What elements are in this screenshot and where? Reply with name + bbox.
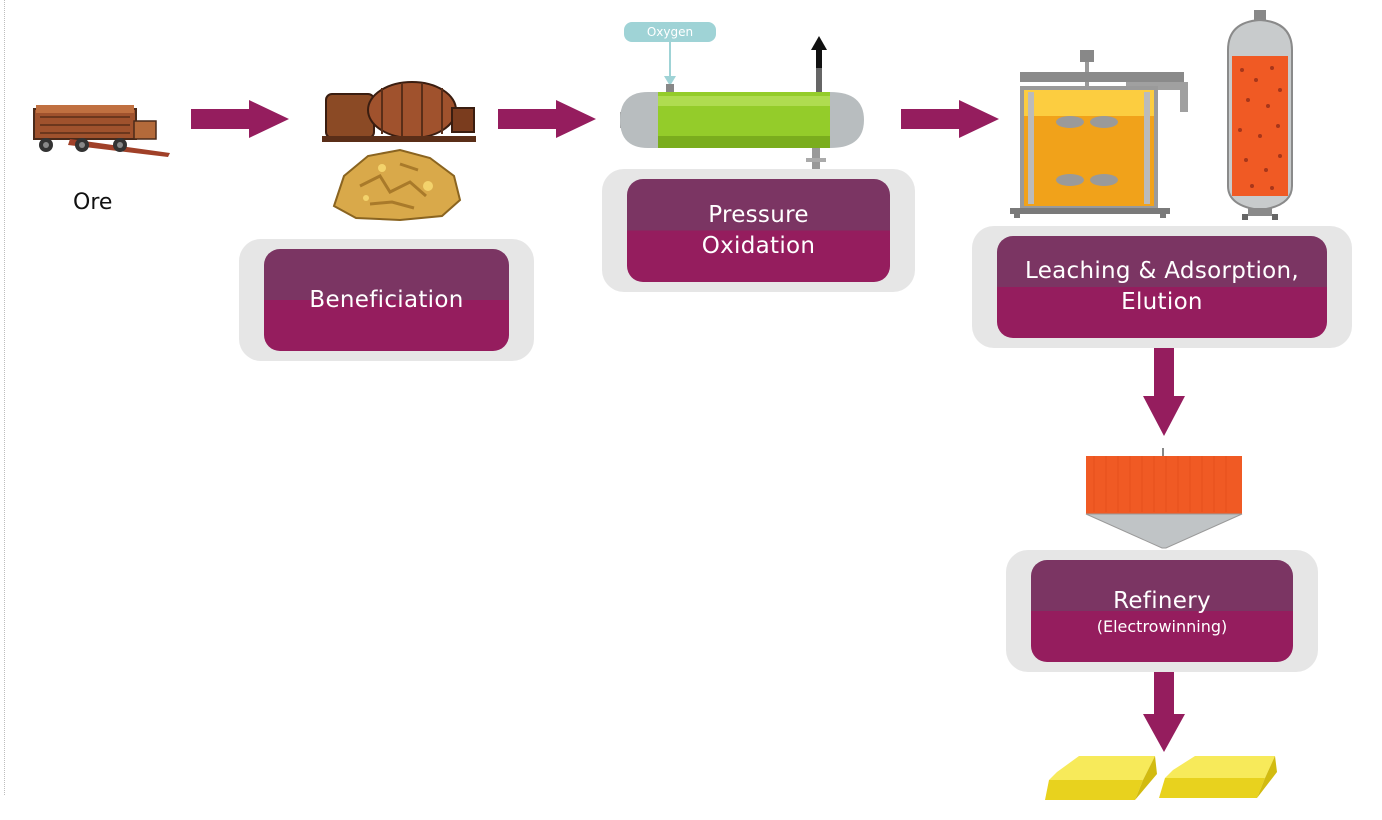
pressure-oxidation-line2: Oxidation (701, 232, 816, 259)
ore-label: Ore (73, 190, 113, 215)
refinery-line1: Refinery (1113, 587, 1211, 614)
oxygen-tag: Oxygen (624, 22, 716, 42)
flow-arrow-right-2 (498, 100, 596, 138)
beneficiation-label: Beneficiation (309, 286, 464, 313)
leaching-line1: Leaching & Adsorption, (1024, 258, 1299, 284)
electrowinning-cell-icon (1085, 448, 1243, 549)
gold-ore-rock-icon (332, 148, 462, 222)
leaching-line2: Elution (1121, 289, 1203, 315)
carbon-column-icon (1227, 10, 1293, 220)
flow-arrow-right-3 (901, 100, 999, 138)
flow-arrow-down-1 (1143, 348, 1185, 436)
gold-bars-icon (1045, 756, 1277, 800)
pressure-oxidation-line1: Pressure (708, 201, 809, 228)
pressure-oxidation-stage: Pressure Oxidation (627, 179, 890, 282)
flow-arrow-down-2 (1143, 672, 1185, 752)
refinery-stage: Refinery (Electrowinning) (1031, 560, 1293, 662)
ball-mill-icon (322, 81, 476, 142)
refinery-line2: (Electrowinning) (1096, 616, 1228, 636)
beneficiation-stage: Beneficiation (264, 249, 509, 351)
leaching-stage: Leaching & Adsorption, Elution (997, 236, 1327, 338)
ore-truck-icon (33, 105, 170, 157)
flow-arrow-right-1 (191, 100, 289, 138)
leach-tank-icon (1010, 50, 1188, 218)
pressure-reactor-icon (620, 36, 864, 170)
page-left-border (4, 0, 5, 795)
